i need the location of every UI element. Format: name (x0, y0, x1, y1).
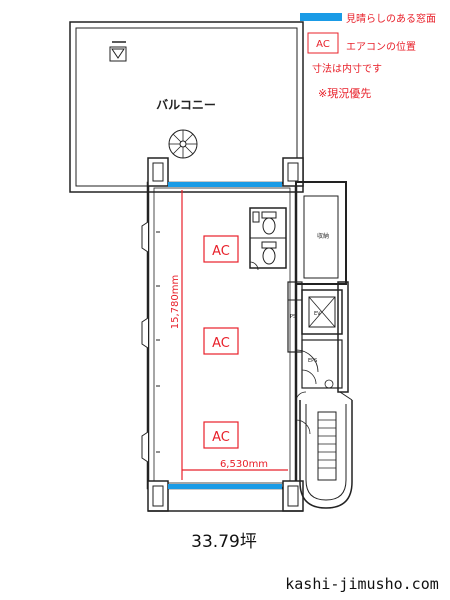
view-window-top (168, 182, 282, 187)
exterior-stair (295, 391, 353, 509)
ac-unit-3-label: AC (212, 430, 230, 445)
ac-unit-3 (203, 421, 239, 449)
ac-legend-label: エアコンの位置 (346, 40, 416, 53)
drain-icon (109, 41, 127, 62)
floor-area: 33.79坪 (191, 532, 257, 552)
main-room (141, 157, 304, 512)
dimension-note: 寸法は内寸です (312, 62, 382, 75)
dimension-horizontal-label: 6,530mm (220, 459, 268, 470)
site-name: kashi-jimusho.com (285, 575, 439, 593)
toilet-icon (261, 241, 277, 265)
dimension-vertical-label: 15,780mm (170, 275, 181, 329)
sink-icon (252, 211, 260, 223)
view-window-swatch (300, 13, 342, 21)
ac-units: AC AC AC (203, 235, 239, 449)
ac-unit-2 (203, 327, 239, 355)
accessibility-icon (324, 379, 334, 389)
dimension-lines: 15,780mm 6,530mm (170, 190, 288, 480)
service-area (287, 181, 349, 393)
toilet-icon (261, 211, 277, 235)
ac-legend-box-text: AC (316, 39, 330, 50)
balcony-label: バルコニー (156, 98, 216, 112)
toilet-core (249, 207, 287, 271)
eps-label: EPS (308, 358, 317, 364)
ac-unit-1-label: AC (212, 244, 230, 259)
spiral-stair-icon (168, 129, 198, 159)
view-window-bottom (168, 484, 282, 489)
ps-label: PS (290, 314, 296, 320)
view-window-label: 見晴らしのある窓面 (346, 12, 436, 25)
balcony: バルコニー (69, 21, 304, 193)
stair-door (295, 419, 311, 448)
ac-unit-1 (203, 235, 239, 263)
ac-legend-box (307, 32, 339, 54)
current-status-note: ※現況優先 (318, 86, 371, 100)
ac-unit-2-label: AC (212, 336, 230, 351)
storage-label: 収納 (317, 232, 329, 240)
ev-label: EV (314, 311, 321, 317)
legend: 見晴らしのある窓面 AC エアコンの位置 寸法は内寸です ※現況優先 (300, 12, 436, 100)
